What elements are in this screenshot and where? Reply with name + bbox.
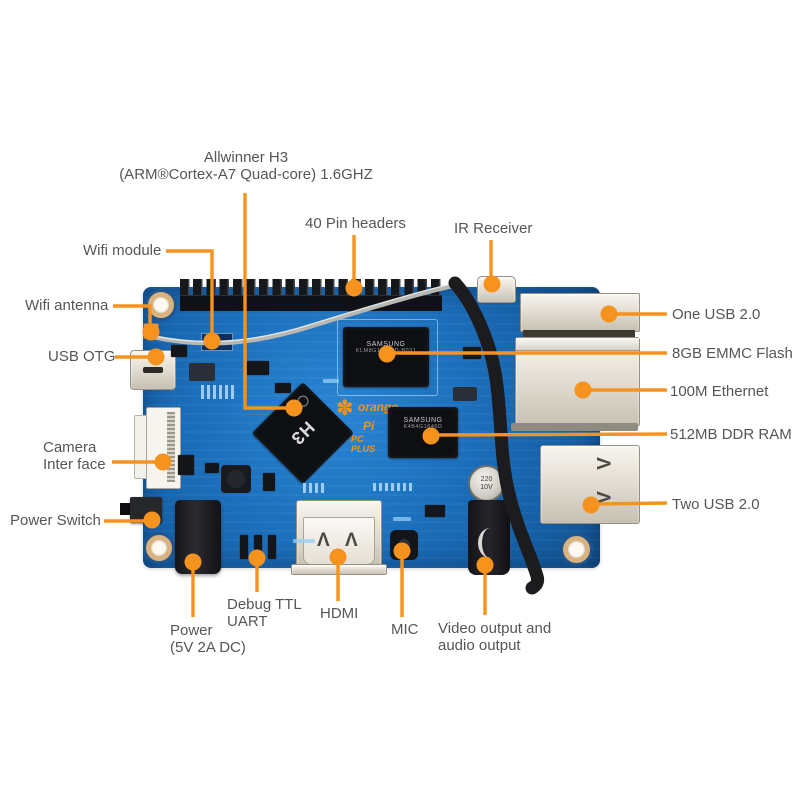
av-jack	[468, 500, 510, 575]
label-two-usb: Two USB 2.0	[672, 496, 760, 513]
smd-component	[275, 383, 291, 393]
label-camera-line2: Inter face	[43, 456, 106, 473]
label-debug-uart: Debug TTL UART	[227, 596, 302, 630]
smd-component	[425, 505, 445, 517]
pad-row	[303, 483, 327, 493]
ddr-brand: SAMSUNG	[403, 417, 443, 424]
gpio-40pin-header	[180, 279, 442, 313]
label-debug-uart-line2: UART	[227, 613, 268, 630]
allwinner-logo-icon	[295, 393, 311, 409]
label-allwinner: Allwinner H3 (ARM®Cortex-A7 Quad-core) 1…	[100, 149, 392, 183]
av-jack-highlight	[478, 528, 502, 558]
label-allwinner-line1: Allwinner H3	[203, 149, 289, 166]
usb-contact-icon: Λ	[591, 491, 613, 504]
mounting-hole-top-left	[148, 292, 174, 318]
label-power-line1: Power	[170, 622, 213, 639]
label-camera-line1: Camera	[43, 439, 97, 456]
gpio-base	[180, 295, 442, 311]
soc-model: H3	[287, 417, 320, 450]
pcb-board: Λ Λ SAMSUNG KLM8G1WEPD-B031 H3 ✽ orange …	[120, 276, 640, 575]
emmc-brand: SAMSUNG	[366, 341, 406, 348]
pad-row	[373, 483, 413, 491]
label-usb-otg: USB OTG	[48, 348, 116, 365]
smd-component	[247, 361, 269, 375]
camera-connector	[146, 407, 181, 489]
capacitor-voltage: 10V	[480, 484, 493, 491]
emmc-chip: SAMSUNG KLM8G1WEPD-B031	[343, 327, 429, 387]
wifi-module-chip	[201, 333, 233, 351]
uart-pin	[254, 535, 262, 559]
pad-row	[201, 385, 235, 399]
hdmi-port: Λ Λ	[296, 500, 382, 568]
silk-mark	[323, 379, 339, 383]
orangepi-flower-icon: ✽	[336, 397, 354, 420]
uart-pin	[268, 535, 276, 559]
power-switch-component	[130, 497, 162, 523]
usb-contact-icon: Λ	[591, 457, 613, 470]
smd-component	[463, 347, 481, 359]
silk-mark	[293, 539, 315, 543]
smd-component	[263, 473, 275, 491]
label-av-output-line2: audio output	[438, 637, 521, 654]
smd-component	[178, 455, 194, 475]
power-jack	[175, 500, 221, 574]
label-ddr: 512MB DDR RAM	[670, 426, 792, 443]
label-wifi-module: Wifi module	[83, 242, 162, 259]
label-debug-uart-line1: Debug TTL	[227, 596, 302, 613]
emmc-part: KLM8G1WEPD-B031	[355, 348, 417, 354]
ethernet-lip	[516, 338, 639, 351]
ddr-part: K4B4G1646D	[403, 424, 443, 430]
ethernet-shadow	[511, 423, 638, 431]
label-allwinner-line2: (ARM®Cortex-A7 Quad-core) 1.6GHZ	[119, 166, 373, 183]
capacitor: 220 10V	[468, 465, 505, 502]
silk-mark	[393, 517, 411, 521]
gpio-pins	[180, 279, 442, 296]
orangepi-pi-text: Pi	[363, 419, 375, 433]
hdmi-flange	[291, 564, 387, 575]
hdmi-contact-icon: Λ	[345, 530, 358, 551]
label-ir-receiver: IR Receiver	[454, 220, 533, 237]
label-power-switch: Power Switch	[10, 512, 101, 529]
orangepi-model-text: PC PLUS	[351, 434, 376, 454]
smd-component	[453, 387, 477, 401]
mic-component	[390, 530, 418, 560]
two-usb-port: Λ Λ	[540, 445, 640, 524]
label-emmc: 8GB EMMC Flash	[672, 345, 793, 362]
label-mic: MIC	[391, 621, 419, 638]
label-av-output-line1: Video output and	[438, 620, 552, 637]
mounting-hole-bottom-left	[146, 535, 172, 561]
wifi-antenna-connector	[143, 323, 159, 339]
inductor-component	[221, 465, 251, 493]
usb-otg-port	[130, 350, 176, 390]
ir-receiver-component	[477, 276, 516, 303]
label-av-output: Video output and audio output	[438, 620, 551, 654]
label-camera: Camera Inter face	[43, 439, 106, 473]
inductor-coil	[227, 470, 245, 488]
smd-component	[189, 363, 215, 381]
usb-otg-slot	[143, 367, 163, 373]
power-switch-nub	[120, 503, 131, 515]
label-ethernet: 100M Ethernet	[670, 383, 769, 400]
smd-component	[171, 345, 187, 357]
uart-pin	[240, 535, 248, 559]
smd-component	[205, 463, 219, 473]
camera-pins	[167, 412, 175, 482]
uart-header	[238, 531, 280, 561]
ddr-chip: SAMSUNG K4B4G1646D	[388, 407, 458, 458]
ethernet-port	[515, 337, 640, 427]
label-one-usb: One USB 2.0	[672, 306, 761, 323]
mic-hole	[398, 539, 410, 551]
label-hdmi: HDMI	[320, 605, 359, 622]
mounting-hole-bottom-right	[563, 536, 590, 563]
one-usb-port	[520, 293, 640, 332]
label-pin-headers: 40 Pin headers	[305, 215, 406, 232]
label-power: Power (5V 2A DC)	[170, 622, 246, 656]
capacitor-value: 220	[480, 476, 493, 483]
label-power-line2: (5V 2A DC)	[170, 639, 246, 656]
hdmi-contact-icon: Λ	[317, 530, 330, 551]
label-wifi-antenna: Wifi antenna	[25, 297, 109, 314]
